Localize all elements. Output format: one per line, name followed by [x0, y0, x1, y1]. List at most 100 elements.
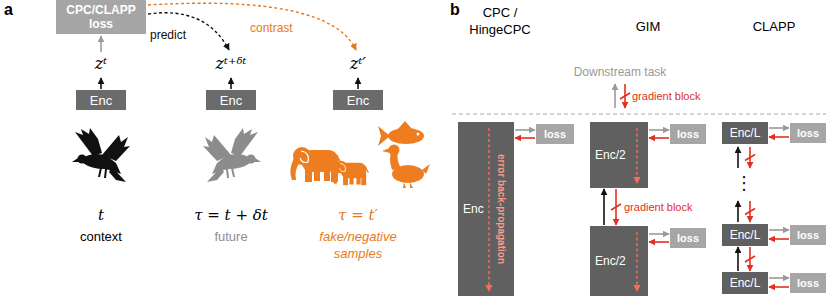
connector-group: [515, 130, 535, 131]
block-slash: [620, 93, 630, 99]
connector-arrow: [737, 247, 739, 271]
connector-group: [649, 138, 669, 139]
connector-arrow: [515, 129, 535, 131]
encoder-output-arrow: [357, 78, 359, 89]
connector-arrow: [769, 229, 789, 231]
box-label: Enc: [90, 93, 112, 108]
connector-arrow: [649, 233, 669, 235]
backprop-head: [634, 285, 641, 292]
connector-group: [745, 247, 755, 271]
backprop-head: [486, 285, 493, 292]
gradient-block-label: gradient block: [632, 89, 701, 104]
ellipsis-dots: ⋮: [735, 170, 753, 196]
fish-tail: [378, 126, 390, 146]
embedding-symbol: zᵗ: [95, 54, 107, 74]
duck-legs: [403, 182, 413, 188]
connector-group: [769, 128, 789, 129]
box-label: Enc/2: [595, 254, 626, 268]
box-label: loss: [797, 277, 819, 289]
backprop-line: [636, 128, 637, 179]
column-header: CPC / HingeCPC: [460, 4, 540, 38]
connector-group: [611, 189, 621, 225]
connector-arrow: [649, 129, 669, 131]
connector-arrow: [769, 136, 789, 138]
box-label: loss: [677, 128, 699, 140]
box-label: loss: [797, 127, 819, 139]
predict-arrow: [148, 13, 229, 50]
encoder-box: Enc/L: [722, 122, 768, 144]
fish-body: [388, 128, 424, 144]
connector-group: [769, 239, 789, 240]
negative-fish: [378, 121, 424, 146]
time-index: τ = t + δt: [194, 206, 268, 225]
encoder-box: Encerror back-propagation: [458, 122, 514, 296]
backprop-head: [634, 177, 641, 184]
embedding-symbol: zᵗ⁺ᵟᵗ: [216, 54, 247, 74]
loss-box: loss: [536, 124, 574, 144]
loss-box: loss: [670, 228, 706, 248]
fish-fin: [398, 121, 412, 129]
encoder-box: Enc/2: [590, 226, 648, 296]
duck-beak: [382, 148, 390, 153]
loss-box: CPC/CLAPP loss: [56, 0, 146, 34]
connector-arrow: [515, 137, 535, 139]
sample-caption: future: [214, 228, 247, 245]
box-label: Enc: [347, 93, 369, 108]
box-label: Enc/L: [730, 126, 761, 140]
loss-box: loss: [790, 225, 826, 245]
encoder-output-arrow: [100, 78, 102, 89]
embedding-symbol: zᵗ′: [350, 54, 366, 74]
gradient-block-label: gradient block: [622, 200, 695, 214]
panel-letter: b: [450, 0, 460, 20]
annotation-text: error back-propagation: [495, 154, 507, 264]
duck-tail: [422, 164, 430, 174]
connector-group: [769, 278, 789, 279]
connector-group: [649, 242, 669, 243]
block-slash: [745, 256, 755, 262]
duck-head: [389, 145, 400, 156]
forward-arrow: [737, 201, 739, 222]
downstream-label: Downstream task: [574, 64, 667, 80]
connector-arrow: [649, 241, 669, 243]
backprop-line: [488, 128, 489, 287]
forward-arrow: [737, 147, 739, 168]
connector-arrow: [769, 238, 789, 240]
block-slash: [745, 209, 755, 215]
arrow-label: contrast: [250, 20, 293, 36]
connector-arrow: [769, 127, 789, 129]
connector-group: [738, 247, 739, 271]
loss-box: loss: [790, 123, 826, 143]
block-slash: [745, 155, 755, 161]
sample-caption: fake/negative samples: [308, 228, 408, 262]
encoder-box: Enc/L: [722, 272, 768, 294]
fish-eye: [417, 133, 420, 136]
box-label: loss: [677, 232, 699, 244]
loss-input-arrow: [100, 36, 102, 52]
encoder-box: Enc: [333, 90, 383, 110]
box-label: Enc/2: [595, 148, 626, 162]
connector-group: [604, 189, 605, 225]
column-header: CLAPP: [753, 18, 796, 35]
sample-caption: context: [80, 228, 122, 245]
arrow-label: predict: [150, 27, 186, 43]
context-bird: [72, 128, 130, 182]
box-label: loss: [797, 229, 819, 241]
backprop-line: [636, 232, 637, 287]
connector-group: [769, 230, 789, 231]
dashed-divider: [452, 113, 826, 114]
panel-letter: a: [4, 0, 13, 20]
box-label: loss: [544, 128, 566, 140]
encoder-output-arrow: [230, 78, 232, 89]
encoder-box: Enc/L: [722, 224, 768, 246]
encoder-box: Enc: [206, 90, 256, 110]
connector-arrow: [769, 286, 789, 288]
column-header: GIM: [636, 18, 661, 35]
box-label: Enc: [220, 93, 242, 108]
connector-group: [769, 137, 789, 138]
time-index: τ = t′: [338, 206, 378, 225]
time-index: t: [98, 206, 104, 225]
encoder-box: Enc: [76, 90, 126, 110]
connector-arrow: [603, 189, 605, 225]
